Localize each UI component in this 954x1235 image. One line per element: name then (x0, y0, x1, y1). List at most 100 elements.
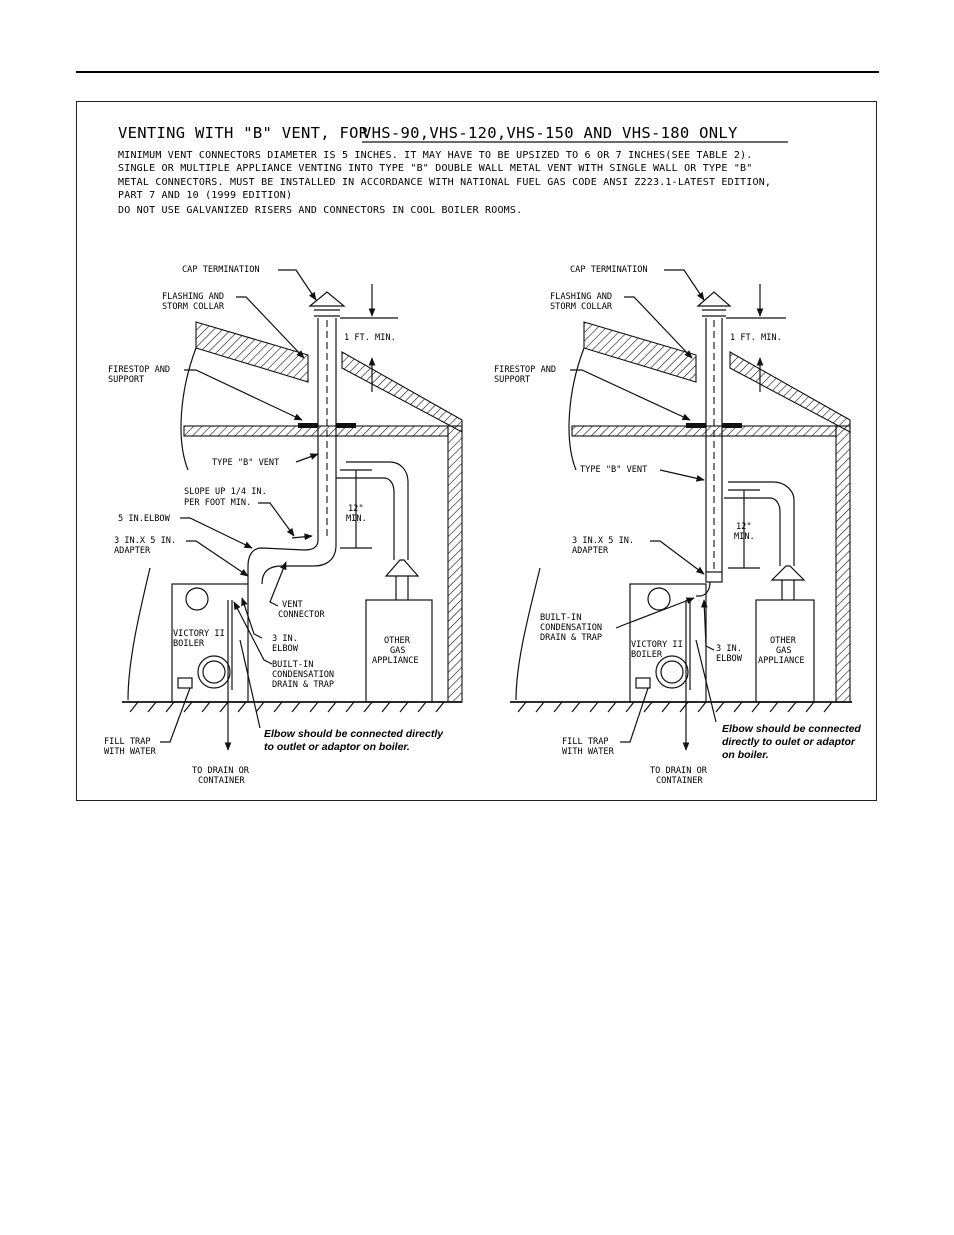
note-line-2: SINGLE OR MULTIPLE APPLIANCE VENTING INT… (118, 163, 753, 174)
note-line-3: METAL CONNECTORS. MUST BE INSTALLED IN A… (118, 177, 771, 188)
left-leader-typeb (295, 453, 319, 463)
right-label-firestop-1: FIRESTOP AND (494, 365, 556, 375)
left-label-firestop-1: FIRESTOP AND (108, 365, 170, 375)
left-note-1: Elbow should be connected directly (264, 728, 444, 740)
figure-frame (76, 101, 877, 801)
left-label-slope-1: SLOPE UP 1/4 IN. (184, 487, 267, 497)
right-label-other-3: APPLIANCE (758, 656, 805, 666)
right-label-builtin-3: DRAIN & TRAP (540, 633, 602, 643)
right-label-fill-1: FILL TRAP (562, 737, 609, 747)
right-note-1: Elbow should be connected (722, 723, 861, 735)
right-leader-fill (620, 687, 649, 743)
note-line-1: MINIMUM VENT CONNECTORS DIAMETER IS 5 IN… (118, 150, 753, 161)
left-firestop-a (298, 423, 318, 428)
left-leader-vent-connector (269, 561, 287, 607)
right-cap (696, 291, 732, 307)
left-leader-adapter (186, 540, 249, 577)
left-note-2: to outlet or adaptor on boiler. (264, 741, 410, 753)
right-label-3in-elbow-2: ELBOW (716, 654, 743, 664)
left-building-outline (127, 347, 197, 701)
left-label-3in-elbow-2: ELBOW (272, 644, 299, 654)
right-roof-left (583, 321, 697, 383)
left-label-other-1: OTHER (384, 636, 411, 646)
left-label-12-1: 12" (348, 504, 364, 514)
right-boiler-fan (647, 587, 671, 611)
right-leader-cap (664, 269, 705, 301)
left-leader-note (239, 639, 261, 729)
left-leader-flashing (236, 296, 305, 359)
left-boiler (171, 583, 249, 703)
right-label-flashing-2: STORM COLLAR (550, 302, 613, 312)
title-models: VHS-90,VHS-120,VHS-150 AND VHS-180 ONLY (362, 124, 738, 142)
right-label-boiler-2: BOILER (631, 650, 663, 660)
right-diagram: CAP TERMINATION FLASHING AND STORM COLLA… (494, 265, 861, 786)
right-building-outline (515, 347, 585, 701)
right-label-boiler-1: VICTORY II (631, 640, 683, 650)
right-floor-hatch (517, 701, 833, 713)
left-label-adapter-2: ADAPTER (114, 546, 151, 556)
right-label-1ft: 1 FT. MIN. (730, 333, 782, 343)
left-label-slope-2: PER FOOT MIN. (184, 498, 251, 508)
left-boiler-fan (185, 587, 209, 611)
left-label-1ft: 1 FT. MIN. (344, 333, 396, 343)
left-diagram: CAP TERMINATION FLASHING AND STORM COLLA… (104, 265, 463, 786)
left-label-other-2: GAS (390, 646, 406, 656)
right-label-3in-elbow-1: 3 IN. (716, 644, 742, 654)
right-appliance-vent-outer (728, 481, 795, 566)
left-connector-upper (247, 539, 319, 584)
left-label-firestop-2: SUPPORT (108, 375, 144, 385)
right-firestop-a (686, 423, 706, 428)
left-right-wall (447, 425, 463, 703)
right-other-appliance (755, 599, 815, 703)
left-boiler-valve (177, 677, 193, 689)
right-label-12-1: 12" (736, 522, 752, 532)
right-note-2: directly to oulet or adaptor (722, 736, 856, 748)
right-leader-firestop (570, 369, 691, 421)
left-label-drain-2: CONTAINER (198, 776, 245, 786)
left-label-other-3: APPLIANCE (372, 656, 419, 666)
right-boiler-valve (635, 677, 651, 689)
right-label-12-2: MIN. (734, 532, 755, 542)
left-firestop-b (336, 423, 356, 428)
right-label-cap-termination: CAP TERMINATION (570, 265, 648, 275)
right-leader-typeb (659, 469, 705, 482)
right-boiler-burner-inner (660, 660, 684, 684)
left-leader-slope (258, 502, 295, 537)
left-label-boiler-1: VICTORY II (173, 629, 225, 639)
right-leader-builtin (615, 597, 695, 629)
right-adapter (705, 571, 723, 583)
left-roof-left (195, 321, 309, 383)
left-leader-elbow5 (180, 517, 253, 549)
left-boiler-burner-inner (202, 660, 226, 684)
left-leader-firestop (184, 369, 303, 421)
left-leader-3in-elbow (241, 597, 263, 639)
right-boiler-burner (655, 655, 689, 689)
left-leader-builtin (233, 601, 273, 665)
left-boiler-burner (197, 655, 231, 689)
left-roof-right (341, 351, 463, 433)
right-label-flashing-1: FLASHING AND (550, 292, 612, 302)
left-appliance-vent-inner (336, 477, 395, 560)
left-label-vent-connector-2: CONNECTOR (278, 610, 325, 620)
left-connector-lower (261, 544, 337, 585)
left-draft-hood (384, 559, 420, 577)
left-slope-arrow (291, 533, 313, 541)
top-rule (76, 71, 879, 73)
right-leader-3in-elbow (700, 599, 715, 651)
left-label-builtin-1: BUILT-IN (272, 660, 313, 670)
right-label-firestop-2: SUPPORT (494, 375, 530, 385)
right-leader-adapter (650, 540, 705, 575)
left-label-vent-connector-1: VENT (282, 600, 303, 610)
left-floor-hatch (129, 701, 445, 713)
left-label-fill-1: FILL TRAP (104, 737, 151, 747)
right-label-adapter-2: ADAPTER (572, 546, 609, 556)
right-label-drain-1: TO DRAIN OR (650, 766, 708, 776)
left-label-flashing-1: FLASHING AND (162, 292, 224, 302)
right-label-builtin-1: BUILT-IN (540, 613, 581, 623)
right-label-other-1: OTHER (770, 636, 797, 646)
right-appliance-vent-inner (724, 497, 781, 566)
right-leader-flashing (624, 296, 693, 359)
left-other-appliance (365, 599, 433, 703)
title-prefix: VENTING WITH "B" VENT, FOR (118, 124, 369, 142)
